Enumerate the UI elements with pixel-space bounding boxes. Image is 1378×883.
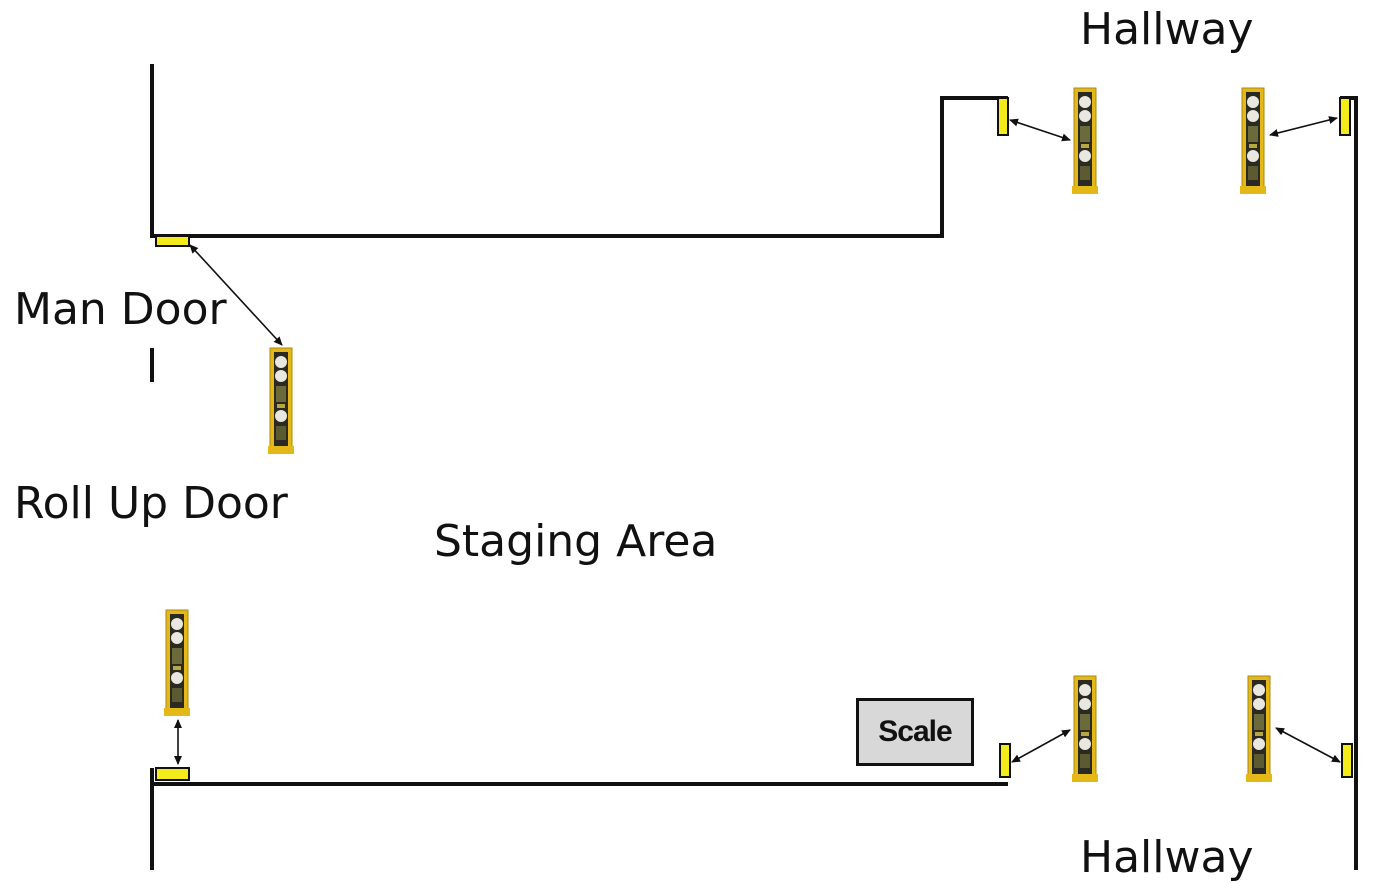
double-arrow-icon	[1269, 116, 1338, 137]
reflector-icon	[1341, 743, 1353, 778]
photo-eye-tower-icon	[1239, 87, 1267, 195]
double-arrow-icon	[1275, 727, 1341, 763]
staging-area-label: Staging Area	[434, 516, 718, 567]
reflector-icon	[997, 97, 1009, 136]
double-arrow-icon	[1011, 729, 1071, 763]
reflector-icon	[155, 767, 190, 781]
reflector-icon	[1339, 97, 1351, 136]
scale-label: Scale	[878, 715, 952, 748]
photo-eye-tower-icon	[163, 609, 191, 717]
reflectors	[155, 97, 1353, 781]
walls	[150, 64, 1358, 870]
photo-eye-tower-icon	[267, 347, 295, 455]
links	[174, 116, 1341, 765]
photo-eye-tower-icon	[1071, 675, 1099, 783]
reflector-icon	[155, 235, 190, 247]
scale-box: Scale	[856, 698, 974, 766]
photo-eye-tower-icon	[1245, 675, 1273, 783]
reflector-icon	[999, 743, 1011, 778]
man-door-label: Man Door	[14, 284, 227, 335]
photo-eye-tower-icon	[1071, 87, 1099, 195]
hallway-top-label: Hallway	[1080, 4, 1254, 55]
sensor-towers	[163, 87, 1273, 783]
roll-up-door-label: Roll Up Door	[14, 478, 288, 529]
hallway-bottom-label: Hallway	[1080, 832, 1254, 883]
double-arrow-icon	[1009, 118, 1071, 142]
double-arrow-icon	[189, 244, 283, 346]
